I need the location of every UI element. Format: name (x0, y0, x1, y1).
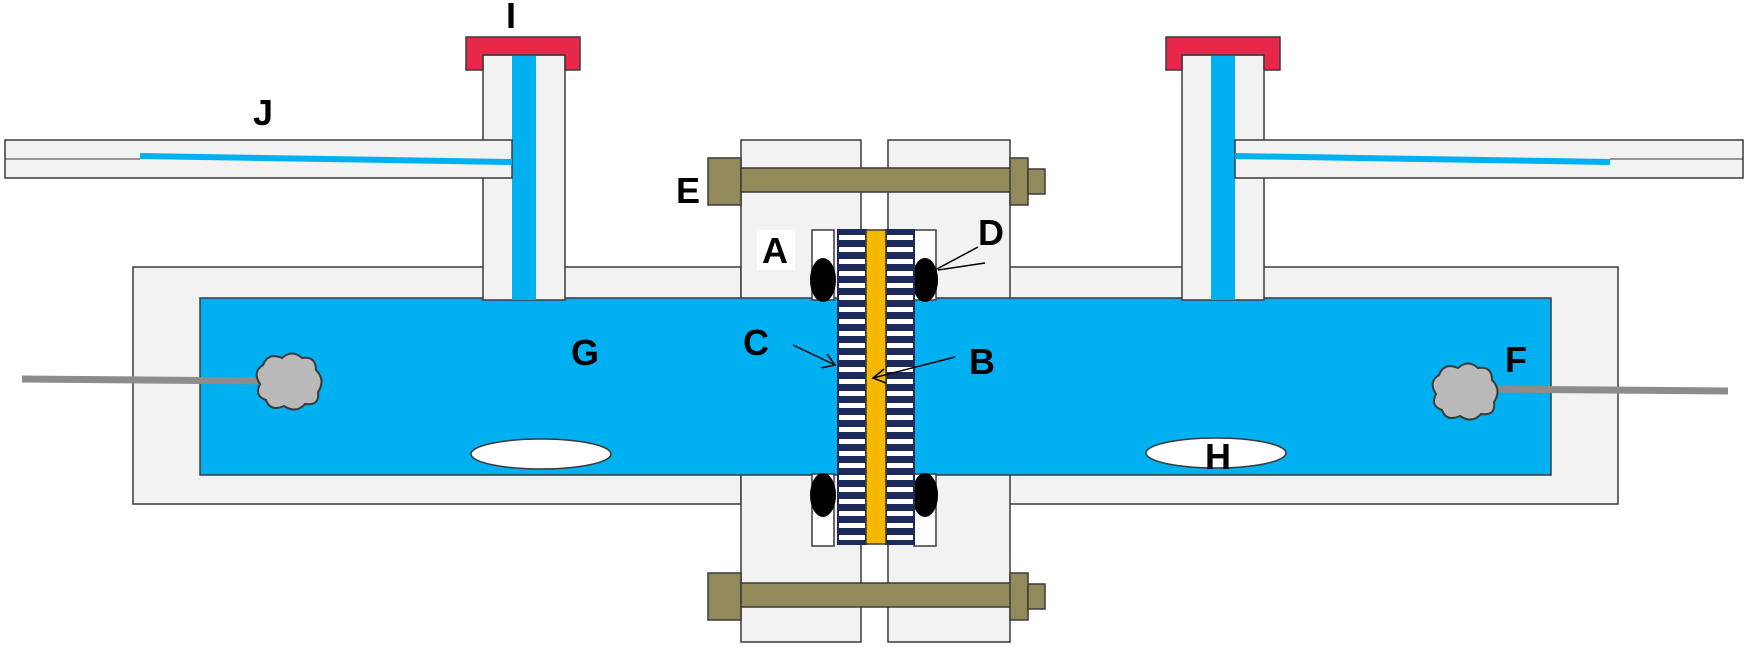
label-h: H (1205, 436, 1231, 477)
left-port-fill (512, 55, 536, 300)
catalyst-layer-right (885, 229, 915, 545)
top-bolt (707, 157, 1046, 206)
label-c: C (743, 322, 769, 363)
label-d: D (978, 212, 1004, 253)
stir-bar-right (1145, 437, 1287, 469)
right-port-fill (1211, 55, 1235, 300)
label-j: J (253, 92, 273, 133)
leader-arrow-b (871, 356, 956, 384)
catalyst-layer-left (837, 229, 867, 545)
membrane (865, 229, 887, 545)
label-a: A (762, 230, 788, 271)
label-f: F (1505, 339, 1527, 380)
right-capillary-liquid (1234, 153, 1611, 165)
right-port-cap (1165, 36, 1281, 71)
o-ring-top-left (810, 258, 836, 302)
left-electrode-blob (255, 352, 323, 411)
o-ring-bottom-left (810, 473, 836, 517)
leader-arrow-c (792, 344, 837, 369)
leader-arrow-d (934, 246, 986, 271)
bottom-bolt (707, 572, 1046, 621)
left-capillary-liquid (139, 153, 513, 165)
right-electrode-wire (1479, 385, 1729, 395)
right-electrode-blob (1431, 362, 1499, 421)
left-port-cap (465, 36, 581, 71)
o-ring-bottom-right (912, 473, 938, 517)
label-e: E (676, 170, 700, 211)
left-electrode-wire (21, 375, 269, 385)
stir-bar-left (470, 438, 612, 470)
label-i: I (506, 0, 516, 36)
label-b: B (969, 341, 995, 382)
label-g: G (571, 332, 599, 373)
o-ring-top-right (912, 258, 938, 302)
label-a-background (757, 230, 795, 270)
